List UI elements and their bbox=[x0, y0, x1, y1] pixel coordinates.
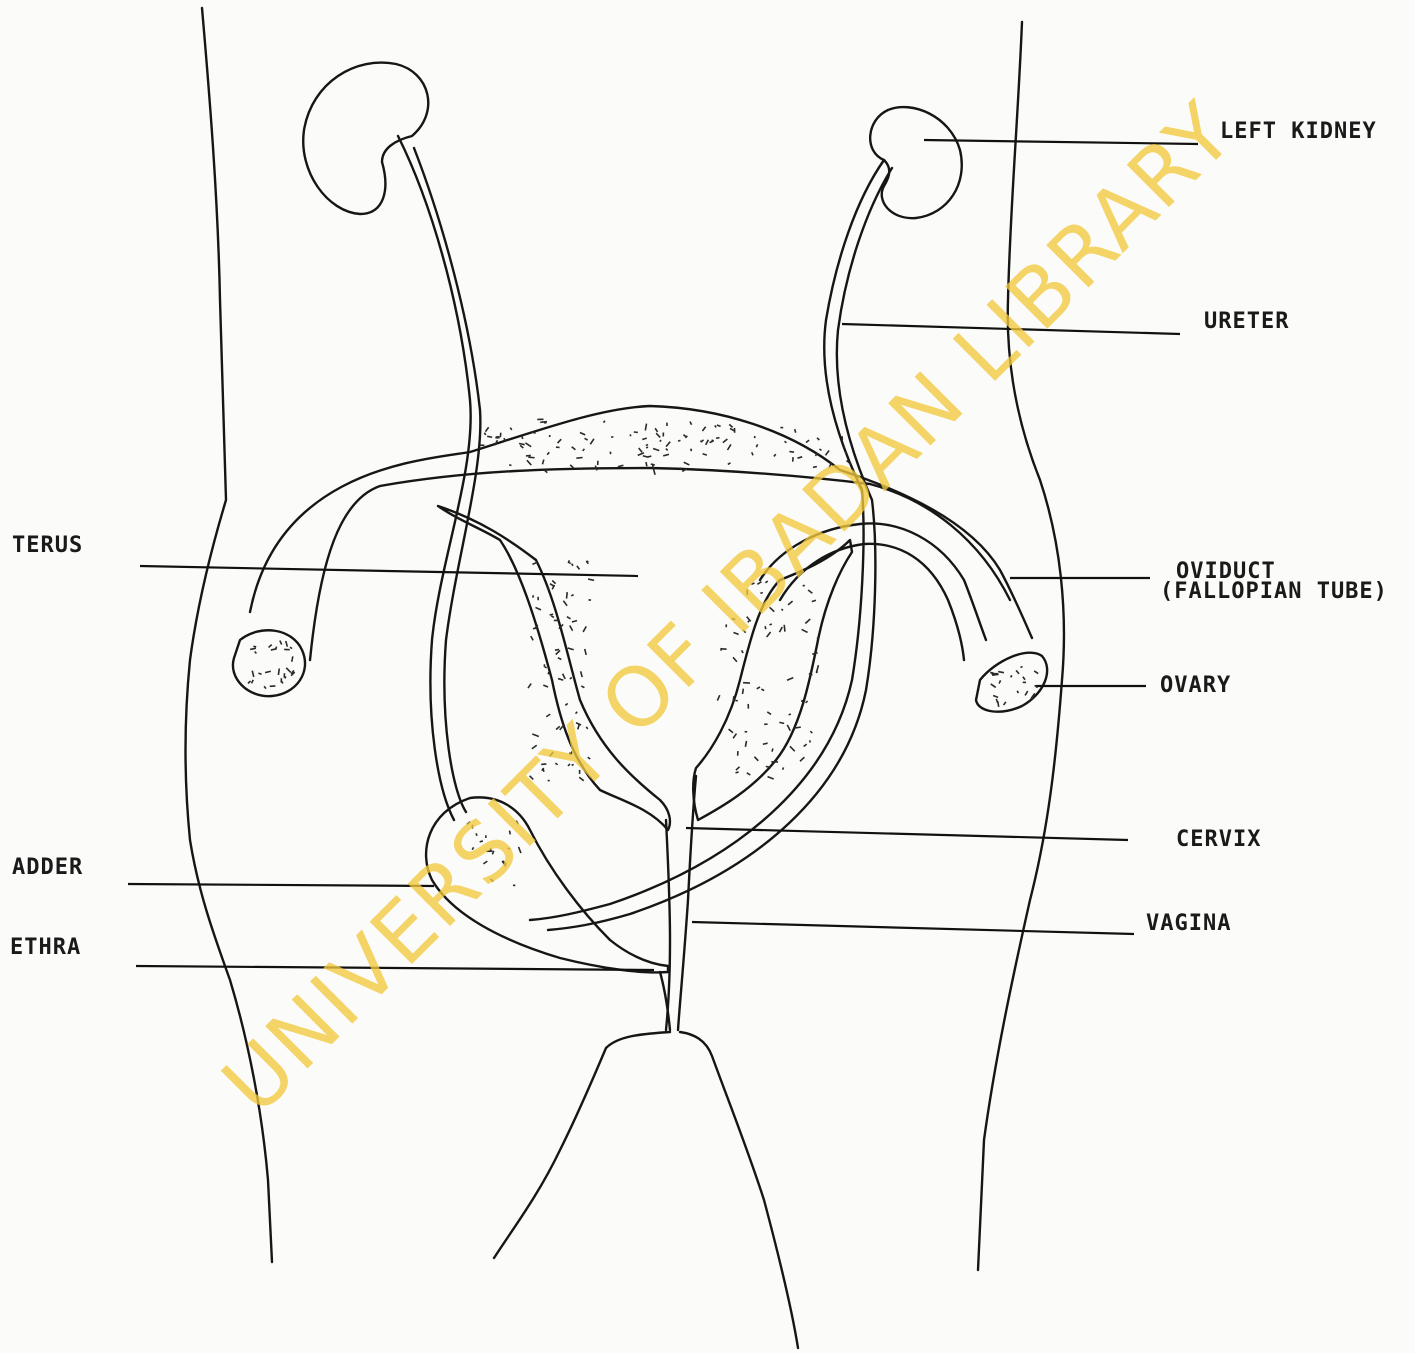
perineum-right bbox=[680, 1032, 798, 1348]
left-ovary bbox=[976, 653, 1047, 712]
leader-cervix bbox=[686, 828, 1128, 840]
leader-uterus bbox=[140, 566, 638, 576]
vaginal-canal bbox=[660, 776, 696, 1030]
label-bladder: ADDER bbox=[12, 855, 83, 880]
label-left-kidney: LEFT KIDNEY bbox=[1220, 119, 1377, 144]
library-watermark: UNIVERSITY OF IBADAN LIBRARY bbox=[205, 85, 1252, 1132]
body-outline-right bbox=[978, 22, 1064, 1270]
label-cervix: CERVIX bbox=[1176, 827, 1261, 852]
perineum-left bbox=[494, 1032, 670, 1258]
label-urethra: ETHRA bbox=[10, 935, 81, 960]
labels: LEFT KIDNEY URETER TERUS OVIDUCT (FALLOP… bbox=[10, 119, 1388, 960]
label-ureter: URETER bbox=[1204, 309, 1289, 334]
label-ovary: OVARY bbox=[1160, 673, 1231, 698]
left-kidney bbox=[870, 107, 962, 218]
label-vagina: VAGINA bbox=[1146, 911, 1231, 936]
label-fallopian-tube: (FALLOPIAN TUBE) bbox=[1160, 579, 1388, 604]
right-kidney bbox=[303, 63, 428, 214]
leader-vagina bbox=[692, 922, 1134, 934]
right-ovary bbox=[233, 630, 305, 696]
label-uterus: TERUS bbox=[12, 533, 83, 558]
